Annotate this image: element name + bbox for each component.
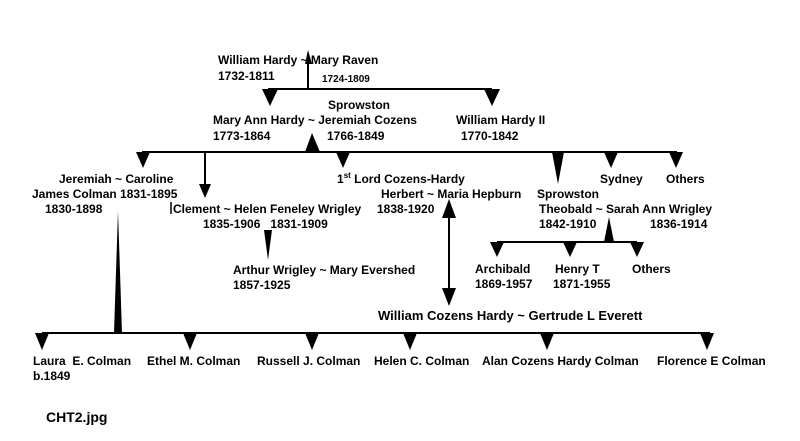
florence-arrow [700,333,714,350]
arthur-couple-label: Arthur Wrigley ~ Mary Evershed [233,263,416,277]
sprowston-theobald-marker [552,152,564,184]
sarah-wrigley-dates: 1836-1914 [650,217,708,231]
lord-title-text: Lord Cozens-Hardy [350,172,465,186]
ethel-arrow [183,333,197,350]
gen2-marriage-marker [305,133,320,152]
helen-arrow [403,333,417,350]
archibald-dates: 1869-1957 [475,277,533,291]
herbert-up-arrow [442,199,456,218]
theobald-others-arrow [630,242,644,257]
gen2-husband-dates: 1766-1849 [327,129,385,143]
child-laura-dates: b.1849 [33,369,71,383]
arthur-dates: 1857-1925 [233,278,291,292]
gen1-husband-dates: 1732-1811 [218,69,275,83]
herbert-dates: 1838-1920 [377,202,435,216]
jeremiah-dates: 1830-1898 [45,202,103,216]
gen2-wife-dates: 1773-1864 [213,129,271,143]
lord-cozens-hardy-title: 1st Lord Cozens-Hardy [337,171,465,187]
clement-arrow [199,184,211,198]
child-ethel: Ethel M. Colman [147,354,241,368]
others-label: Others [666,172,705,186]
william-cozens-arrow [442,288,456,306]
gen1-marriage-marker [305,50,312,64]
others-arrow [669,152,683,168]
sydney-arrow [604,152,618,168]
jeremiah-arrow [136,152,150,168]
clement-dates: 1835-1906 1831-1909 [203,217,328,231]
herbert-arrow [336,152,350,168]
gen2-mary-ann-arrow [262,89,278,106]
child-helen: Helen C. Colman [374,354,470,368]
image-caption: CHT2.jpg [46,409,108,425]
gen3-sprowston-label: Sprowston [537,187,599,201]
henry-name: Henry T [555,262,600,276]
jeremiah-couple-label: Jeremiah ~ Caroline [59,172,174,186]
theobald-marriage-marker [604,217,614,242]
gen2-couple-label: Mary Ann Hardy ~ Jeremiah Cozens [213,113,417,127]
laura-arrow [35,333,49,350]
jeremiah-marriage-descender [114,211,122,333]
child-laura: Laura E. Colman [33,354,132,368]
gen1-wife-dates: 1724-1809 [322,74,370,85]
lord-ordinal-suffix: st [343,171,351,180]
lord-ordinal: 1 [337,172,344,186]
child-alan: Alan Cozens Hardy Colman [482,354,639,368]
theobald-dates: 1842-1910 [539,217,597,231]
william-hardy-ii-name: William Hardy II [456,113,546,127]
henry-arrow [563,242,577,257]
herbert-couple-label: Herbert ~ Maria Hepburn [381,187,522,201]
clement-couple-label: Clement ~ Helen Feneley Wrigley [173,202,362,216]
gen1-couple-label: William Hardy ~ Mary Raven [218,53,379,67]
gen2-sprowston-label: Sprowston [328,98,390,112]
alan-arrow [540,333,554,350]
child-florence: Florence E Colman [657,354,766,368]
gen2-william-ii-arrow [484,89,500,106]
henry-dates: 1871-1955 [553,277,611,291]
theobald-others-label: Others [632,262,671,276]
archibald-arrow [490,242,504,257]
arthur-marker [264,230,272,260]
archibald-name: Archibald [475,262,531,276]
william-hardy-ii-dates: 1770-1842 [461,129,519,143]
child-russell: Russell J. Colman [257,354,361,368]
theobald-couple-label: Theobald ~ Sarah Ann Wrigley [539,202,713,216]
sydney-label: Sydney [600,172,643,186]
russell-arrow [305,333,319,350]
jeremiah-line2: James Colman 1831-1895 [32,187,178,201]
william-cozens-hardy-couple: William Cozens Hardy ~ Gertrude L Everet… [378,308,643,323]
